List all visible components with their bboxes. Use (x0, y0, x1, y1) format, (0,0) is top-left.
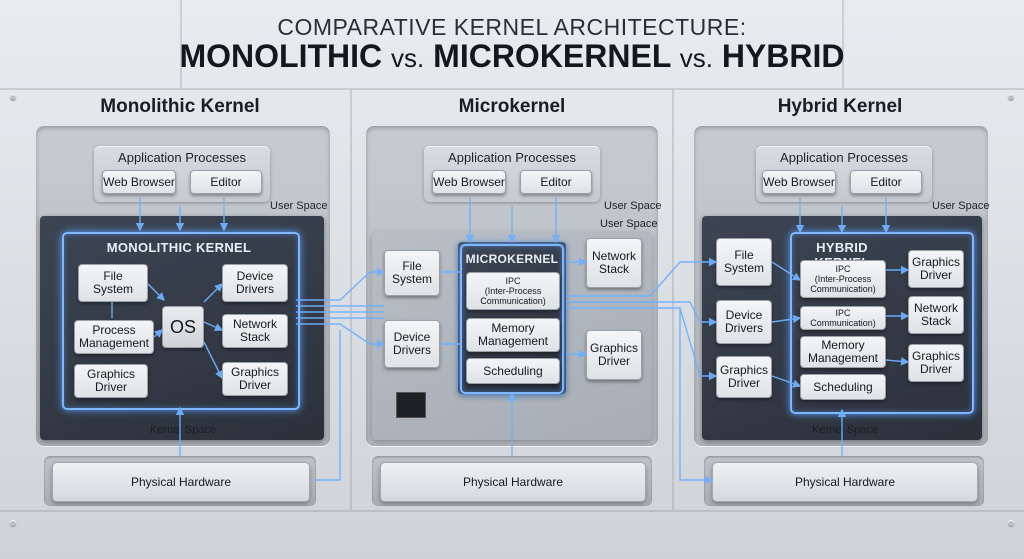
microkernel-graphics-driver-box: Graphics Driver (586, 330, 642, 380)
hybrid-graphics-driver-left-box: Graphics Driver (716, 356, 772, 398)
microkernel-scheduling-box: Scheduling (466, 358, 560, 384)
microkernel-user-space-label-2: User Space (600, 218, 658, 230)
monolithic-heading: Monolithic Kernel (100, 96, 260, 117)
microkernel-heading: Microkernel (458, 96, 566, 117)
hybrid-kernel-space-label: Kernel Space (812, 424, 879, 436)
wire (566, 257, 718, 297)
title-vs: vs. (679, 43, 713, 73)
wire (147, 283, 165, 301)
hybrid-web-browser-box: Web Browser (762, 170, 836, 194)
wire (679, 308, 714, 485)
wire (771, 314, 802, 324)
wire (316, 330, 341, 481)
bolt-decoration (1008, 520, 1014, 526)
wire (566, 307, 718, 381)
bolt-decoration (1008, 94, 1014, 100)
microkernel-user-space-label-1: User Space (604, 200, 662, 212)
wire (771, 261, 802, 281)
monolithic-kernel-space-label: Kernel Space (150, 424, 217, 436)
panel-seam (0, 510, 1024, 512)
wire (296, 267, 386, 301)
hybrid-editor-box: Editor (850, 170, 922, 194)
microkernel-network-stack-box: Network Stack (586, 238, 642, 288)
panel-seam (672, 90, 674, 510)
monolithic-device-drivers-box: Device Drivers (222, 264, 288, 302)
hybrid-app-processes-label: Application Processes (780, 150, 908, 165)
wire (885, 357, 910, 366)
title-hybrid: HYBRID (721, 38, 845, 74)
wire (203, 341, 223, 380)
wire (203, 283, 223, 303)
monolithic-web-browser-box: Web Browser (102, 170, 176, 194)
bolt-decoration (10, 520, 16, 526)
monolithic-process-management-box: Process Management (74, 320, 154, 354)
microkernel-ipc-box: IPC (Inter-Process Communication) (466, 272, 560, 310)
hybrid-ipc-box-1: IPC (Inter-Process Communication) (800, 260, 886, 298)
microkernel-memory-management-box: Memory Management (466, 318, 560, 352)
title-microkernel: MICROKERNEL (433, 38, 671, 74)
microkernel-physical-hardware-box: Physical Hardware (380, 462, 646, 502)
panel-seam (350, 90, 352, 510)
monolithic-network-stack-box: Network Stack (222, 314, 288, 348)
bolt-decoration (10, 94, 16, 100)
hybrid-memory-management-box: Memory Management (800, 336, 886, 368)
microkernel-web-browser-box: Web Browser (432, 170, 506, 194)
monolithic-editor-box: Editor (190, 170, 262, 194)
wire (296, 323, 386, 349)
hybrid-physical-hardware-box: Physical Hardware (712, 462, 978, 502)
monolithic-kernel-label: MONOLITHIC KERNEL (106, 240, 252, 255)
wire (153, 329, 164, 338)
panel-seam (842, 0, 844, 88)
microkernel-kernel-label: MICROKERNEL (465, 252, 559, 266)
hybrid-graphics-driver-2-box: Graphics Driver (908, 344, 964, 382)
wire (203, 321, 224, 331)
chip-decoration (396, 392, 426, 418)
hybrid-graphics-driver-1-box: Graphics Driver (908, 250, 964, 288)
monolithic-physical-hardware-box: Physical Hardware (52, 462, 310, 502)
wire (771, 375, 802, 388)
monolithic-os-core: OS (162, 306, 204, 348)
title-monolithic: MONOLITHIC (179, 38, 383, 74)
hybrid-file-system-box: File System (716, 238, 772, 286)
panel-seam (180, 0, 182, 88)
wire (566, 301, 718, 327)
monolithic-user-space-label: User Space (270, 200, 328, 212)
monolithic-graphics-driver-2-box: Graphics Driver (222, 362, 288, 396)
microkernel-device-drivers-box: Device Drivers (384, 320, 440, 368)
hybrid-ipc-box-2: IPC Communication) (800, 306, 886, 330)
panel-seam (0, 88, 1024, 90)
hybrid-scheduling-box: Scheduling (800, 374, 886, 400)
microkernel-app-processes-label: Application Processes (448, 150, 576, 165)
diagram-title-line1: COMPARATIVE KERNEL ARCHITECTURE: (277, 14, 747, 40)
diagram-title-line2: MONOLITHIC vs. MICROKERNEL vs. HYBRID (0, 38, 1024, 75)
microkernel-file-system-box: File System (384, 250, 440, 296)
monolithic-file-system-box: File System (78, 264, 148, 302)
hybrid-device-drivers-box: Device Drivers (716, 300, 772, 344)
hybrid-network-stack-box: Network Stack (908, 296, 964, 334)
title-vs: vs. (391, 43, 425, 73)
hybrid-heading: Hybrid Kernel (777, 96, 903, 117)
hybrid-user-space-label: User Space (932, 200, 990, 212)
monolithic-app-processes-label: Application Processes (118, 150, 246, 165)
microkernel-editor-box: Editor (520, 170, 592, 194)
monolithic-graphics-driver-box: Graphics Driver (74, 364, 148, 398)
